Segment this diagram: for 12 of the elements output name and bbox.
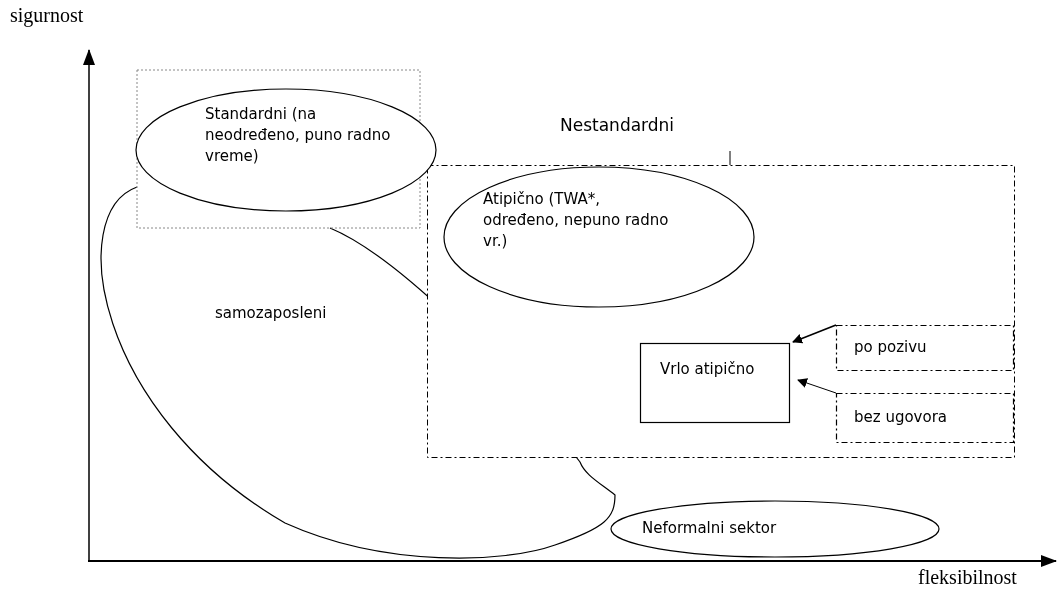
category-label: Atipično (TWA*, određeno, nepuno radno vr.) — [483, 189, 670, 252]
category-label: Vrlo atipično — [660, 359, 756, 380]
group-heading: Nestandardni — [560, 115, 676, 136]
category-label: bez ugovora — [854, 407, 948, 428]
category-label: samozaposleni — [215, 303, 328, 324]
category-label: Standardni (na neodređeno, puno radno vreme) — [205, 104, 392, 167]
category-label: Neformalni sektor — [642, 518, 778, 539]
arrow — [792, 324, 837, 344]
category-label: po pozivu — [854, 337, 928, 358]
axis-label: sigurnost — [10, 4, 84, 27]
axis-label: fleksibilnost — [918, 566, 1017, 589]
arrow — [797, 378, 837, 394]
